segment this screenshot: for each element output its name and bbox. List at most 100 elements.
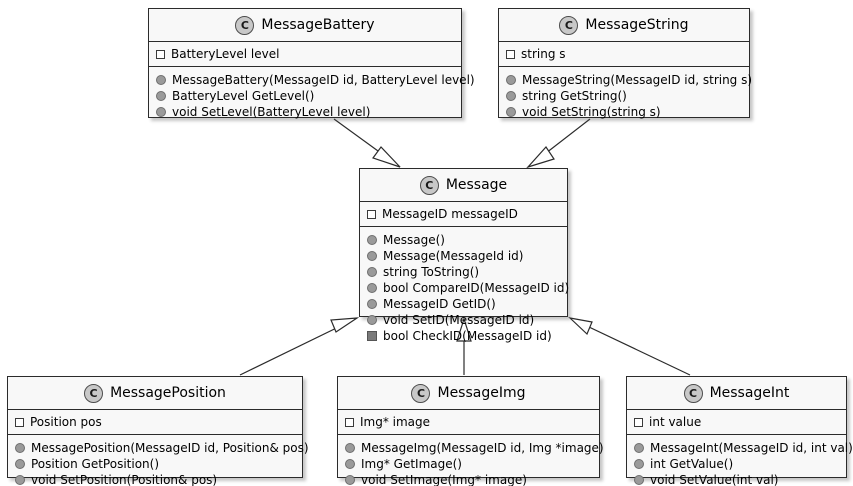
- visibility-method-circle-icon: [506, 75, 516, 85]
- operation-row: MessageInt(MessageID id, int val): [627, 440, 853, 456]
- visibility-method-circle-icon: [15, 443, 25, 453]
- operation-row: MessageBattery(MessageID id, BatteryLeve…: [149, 72, 475, 88]
- operations-compartment: MessageImg(MessageID id, Img *image)Img*…: [338, 435, 604, 486]
- attributes-compartment: BatteryLevel level: [149, 42, 461, 67]
- operation-row: void SetLevel(BatteryLevel level): [149, 104, 461, 120]
- operation-row: MessagePosition(MessageID id, Position& …: [8, 440, 309, 456]
- operation-row: void SetString(string s): [499, 104, 749, 120]
- attributes-compartment: Position pos: [8, 410, 302, 435]
- class-header-message-battery: C MessageBattery: [149, 9, 461, 42]
- visibility-method-circle-icon: [156, 75, 166, 85]
- attribute-row: MessageID messageID: [360, 206, 567, 222]
- operation-row-label: void SetLevel(BatteryLevel level): [172, 105, 371, 119]
- class-stereotype-icon: C: [411, 383, 431, 403]
- visibility-field-square-icon: [634, 417, 643, 427]
- operation-row: void SetID(MessageID id): [360, 312, 567, 328]
- operation-row: BatteryLevel GetLevel(): [149, 88, 461, 104]
- operation-row-label: void SetValue(int val): [650, 473, 779, 486]
- operation-row-label: MessageID GetID(): [383, 297, 496, 311]
- visibility-method-circle-icon: [634, 475, 644, 485]
- visibility-field-square-icon: [367, 209, 376, 219]
- visibility-field-square-icon: [345, 417, 354, 427]
- visibility-method-circle-icon: [367, 299, 377, 309]
- operation-row-label: MessageString(MessageID id, string s): [522, 73, 753, 87]
- operation-row: Img* GetImage(): [338, 456, 599, 472]
- visibility-method-circle-icon: [15, 475, 25, 485]
- operation-row-label: Message(): [383, 233, 445, 247]
- operations-compartment: MessagePosition(MessageID id, Position& …: [8, 435, 309, 486]
- operation-row-label: bool CheckID(MessageID id): [383, 329, 552, 343]
- operation-row-label: void SetID(MessageID id): [383, 313, 535, 327]
- attribute-row: BatteryLevel level: [149, 46, 461, 62]
- visibility-method-circle-icon: [345, 475, 355, 485]
- operation-row: MessageString(MessageID id, string s): [499, 72, 753, 88]
- attributes-compartment: Img* image: [338, 410, 599, 435]
- class-name-label: MessageString: [585, 17, 689, 33]
- operation-row-label: Position GetPosition(): [31, 457, 160, 471]
- edge-battery-extends-message: [333, 118, 401, 168]
- attribute-row-label: string s: [521, 47, 566, 61]
- operation-row-label: bool CompareID(MessageID id): [383, 281, 570, 295]
- operations-compartment: Message() Message(MessageId id) string ToS…: [360, 227, 570, 349]
- operation-row-label: void SetImage(Img* image): [361, 473, 527, 486]
- visibility-method-circle-icon: [634, 443, 644, 453]
- operation-row-label: string ToString(): [383, 265, 480, 279]
- operation-row: Message(): [360, 232, 567, 248]
- operation-row: Position GetPosition(): [8, 456, 302, 472]
- visibility-field-square-icon: [506, 49, 515, 59]
- visibility-method-circle-icon: [156, 91, 166, 101]
- class-stereotype-icon: C: [683, 383, 703, 403]
- visibility-method-square-icon: [367, 331, 377, 341]
- visibility-method-circle-icon: [634, 459, 644, 469]
- visibility-method-circle-icon: [345, 443, 355, 453]
- class-name-label: MessageInt: [709, 385, 790, 401]
- class-stereotype-icon: C: [235, 15, 255, 35]
- visibility-field-square-icon: [15, 417, 24, 427]
- visibility-method-circle-icon: [345, 459, 355, 469]
- visibility-method-circle-icon: [367, 267, 377, 277]
- attributes-compartment: MessageID messageID: [360, 202, 567, 227]
- operation-row-label: MessageInt(MessageID id, int val): [650, 441, 853, 455]
- operation-row-label: int GetValue(): [650, 457, 734, 471]
- visibility-method-circle-icon: [367, 315, 377, 325]
- operation-row-label: Message(MessageId id): [383, 249, 524, 263]
- operation-row-label: string GetString(): [522, 89, 627, 103]
- visibility-method-circle-icon: [506, 91, 516, 101]
- class-name-label: MessageBattery: [261, 17, 375, 33]
- operation-row: bool CompareID(MessageID id): [360, 280, 570, 296]
- operation-row: void SetImage(Img* image): [338, 472, 599, 486]
- class-name-label: MessagePosition: [110, 385, 226, 401]
- visibility-method-circle-icon: [367, 235, 377, 245]
- operation-row-label: Img* GetImage(): [361, 457, 462, 471]
- operation-row-label: MessageBattery(MessageID id, BatteryLeve…: [172, 73, 475, 87]
- class-name-label: Message: [445, 177, 508, 193]
- edge-position-extends-message: [239, 317, 360, 376]
- operation-row: int GetValue(): [627, 456, 846, 472]
- visibility-field-square-icon: [156, 49, 165, 59]
- attribute-row: int value: [627, 414, 846, 430]
- class-header-message-int: C MessageInt: [627, 377, 846, 410]
- class-name-label: MessageImg: [437, 385, 526, 401]
- operation-row-label: void SetPosition(Position& pos): [31, 473, 218, 486]
- operation-row: void SetValue(int val): [627, 472, 846, 486]
- attributes-compartment: int value: [627, 410, 846, 435]
- visibility-method-circle-icon: [15, 459, 25, 469]
- attribute-row-label: MessageID messageID: [382, 207, 518, 221]
- operation-row: bool CheckID(MessageID id): [360, 328, 567, 344]
- attribute-row-label: int value: [649, 415, 702, 429]
- operation-row-label: BatteryLevel GetLevel(): [172, 89, 315, 103]
- attribute-row: Position pos: [8, 414, 302, 430]
- operation-row: void SetPosition(Position& pos): [8, 472, 302, 486]
- attribute-row-label: Position pos: [30, 415, 102, 429]
- operation-row: Message(MessageId id): [360, 248, 567, 264]
- operations-compartment: MessageBattery(MessageID id, BatteryLeve…: [149, 67, 475, 125]
